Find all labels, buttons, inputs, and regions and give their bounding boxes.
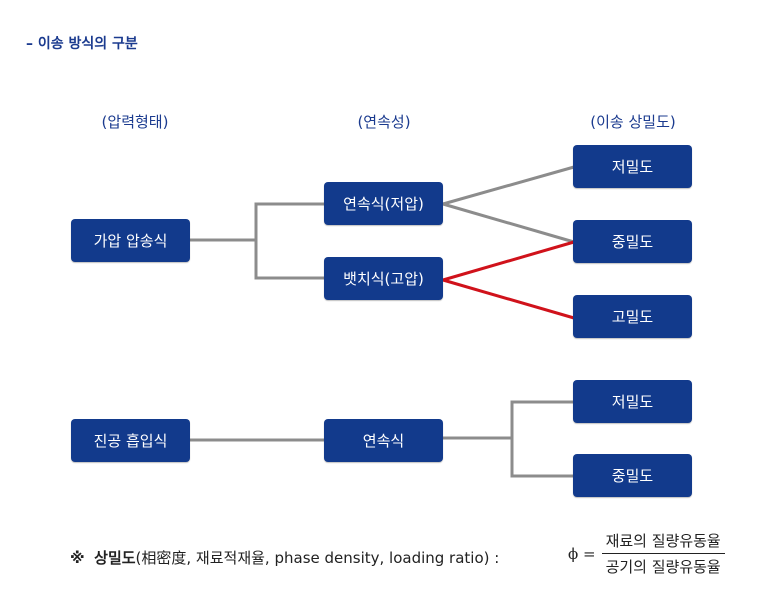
node-medium-density: 중밀도 <box>573 220 692 263</box>
node-low-density-vacuum: 저밀도 <box>573 380 692 423</box>
footnote: ※ 상밀도(相密度, 재료적재율, phase density, loading… <box>70 547 499 568</box>
connector-bracket-upper <box>254 202 326 240</box>
header-conveying-density: (이송 상밀도) <box>590 113 676 131</box>
node-low-density: 저밀도 <box>573 145 692 188</box>
footnote-term: 상밀도 <box>94 549 136 567</box>
node-continuous-low-pressure: 연속식(저압) <box>324 182 443 225</box>
connector-batch-to-high-density <box>442 278 575 320</box>
node-pressure-conveying: 가압 압송식 <box>71 219 190 262</box>
node-vacuum-suction: 진공 흡입식 <box>71 419 190 462</box>
connector-continuous-to-medium-density <box>442 202 575 244</box>
footnote-description: (相密度, 재료적재율, phase density, loading rati… <box>135 549 500 567</box>
header-pressure-type: (압력형태) <box>101 113 169 131</box>
connector-continuous-to-low-density <box>442 165 575 206</box>
loading-ratio-formula: ϕ = 재료의 질량유동율 공기의 질량유동율 <box>568 530 725 577</box>
formula-numerator: 재료의 질량유동율 <box>601 530 725 554</box>
formula-fraction: 재료의 질량유동율 공기의 질량유동율 <box>601 530 725 577</box>
footnote-mark: ※ <box>70 549 85 567</box>
formula-symbol: ϕ = <box>568 544 596 563</box>
formula-denominator: 공기의 질량유동율 <box>605 558 721 576</box>
node-batch-high-pressure: 뱃치식(고압) <box>324 257 443 300</box>
section-title: – 이송 방식의 구분 <box>26 36 138 52</box>
connector-bracket-density <box>510 400 574 478</box>
node-high-density: 고밀도 <box>573 295 692 338</box>
node-continuous: 연속식 <box>324 419 443 462</box>
connector-batch-to-medium-density <box>442 240 575 282</box>
node-medium-density-vacuum: 중밀도 <box>573 454 692 497</box>
connector-bracket-lower <box>254 240 326 280</box>
header-continuity: (연속성) <box>357 113 411 131</box>
